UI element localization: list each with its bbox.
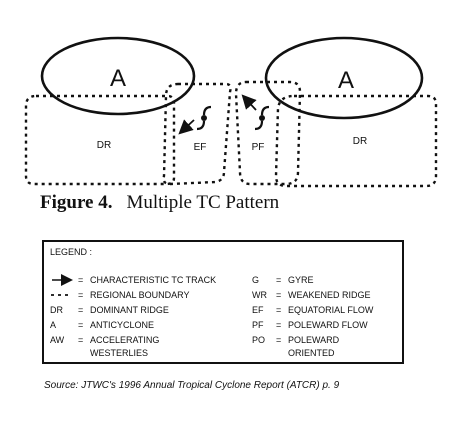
legend-description: ORIENTED	[288, 348, 335, 358]
tropical-cyclone-right-icon	[254, 105, 270, 131]
legend-description: DOMINANT RIDGE	[90, 305, 169, 315]
legend-description: POLEWARD FLOW	[288, 320, 368, 330]
legend-title: LEGEND :	[50, 247, 93, 257]
dominant-ridge-left-label: DR	[97, 140, 111, 151]
figure-title: Multiple TC Pattern	[126, 192, 280, 213]
legend-description: WESTERLIES	[90, 348, 149, 358]
equatorial-flow-region-boundary	[162, 82, 232, 186]
legend-description: GYRE	[288, 275, 314, 285]
legend-equals: =	[276, 320, 282, 330]
legend-equals: =	[78, 320, 84, 330]
anticyclone-right-ellipse	[264, 36, 424, 120]
equatorial-flow-label: EF	[194, 142, 207, 153]
source-citation: Source: JTWC's 1996 Annual Tropical Cycl…	[44, 380, 340, 391]
legend-description: WEAKENED RIDGE	[288, 290, 371, 300]
anticyclone-left-label: A	[110, 65, 126, 92]
legend-equals: =	[78, 335, 84, 345]
legend-symbol: A	[50, 320, 57, 330]
legend-equals: =	[78, 275, 84, 285]
legend-description: ACCELERATING	[90, 335, 160, 345]
figure-number: Figure 4.	[40, 192, 113, 213]
legend-box: LEGEND : = CHARACTERISTIC TC TRACK = REG…	[42, 240, 404, 364]
legend-equals: =	[78, 290, 84, 300]
poleward-flow-region-boundary	[234, 80, 302, 186]
legend-symbol: WR	[252, 290, 267, 300]
legend-description: REGIONAL BOUNDARY	[90, 290, 190, 300]
legend-symbol: EF	[252, 305, 264, 315]
legend-equals: =	[276, 290, 282, 300]
legend-equals: =	[276, 305, 282, 315]
legend-symbol: AW	[50, 335, 65, 345]
legend-symbol: G	[252, 275, 260, 285]
dominant-ridge-right-boundary	[274, 94, 438, 188]
legend-description: POLEWARD	[288, 335, 340, 345]
legend-symbol: PF	[252, 320, 264, 330]
legend-description: CHARACTERISTIC TC TRACK	[90, 275, 217, 285]
dominant-ridge-right-label: DR	[353, 136, 367, 147]
anticyclone-left-ellipse	[40, 36, 196, 116]
tc-track-right-arrow	[241, 94, 257, 111]
figure-caption: Figure 4. Multiple TC Pattern	[40, 192, 400, 214]
legend-equals: =	[276, 275, 282, 285]
tropical-cyclone-left-icon	[196, 105, 212, 131]
legend-equals: =	[276, 335, 282, 345]
legend-description: EQUATORIAL FLOW	[288, 305, 374, 315]
legend-equals: =	[78, 305, 84, 315]
legend-symbol: PO	[252, 335, 266, 345]
legend-description: ANTICYCLONE	[90, 320, 155, 330]
anticyclone-right-label: A	[338, 67, 354, 94]
tc-track-left-arrow	[178, 119, 195, 135]
poleward-flow-label: PF	[252, 142, 265, 153]
legend-symbol: DR	[50, 305, 63, 315]
